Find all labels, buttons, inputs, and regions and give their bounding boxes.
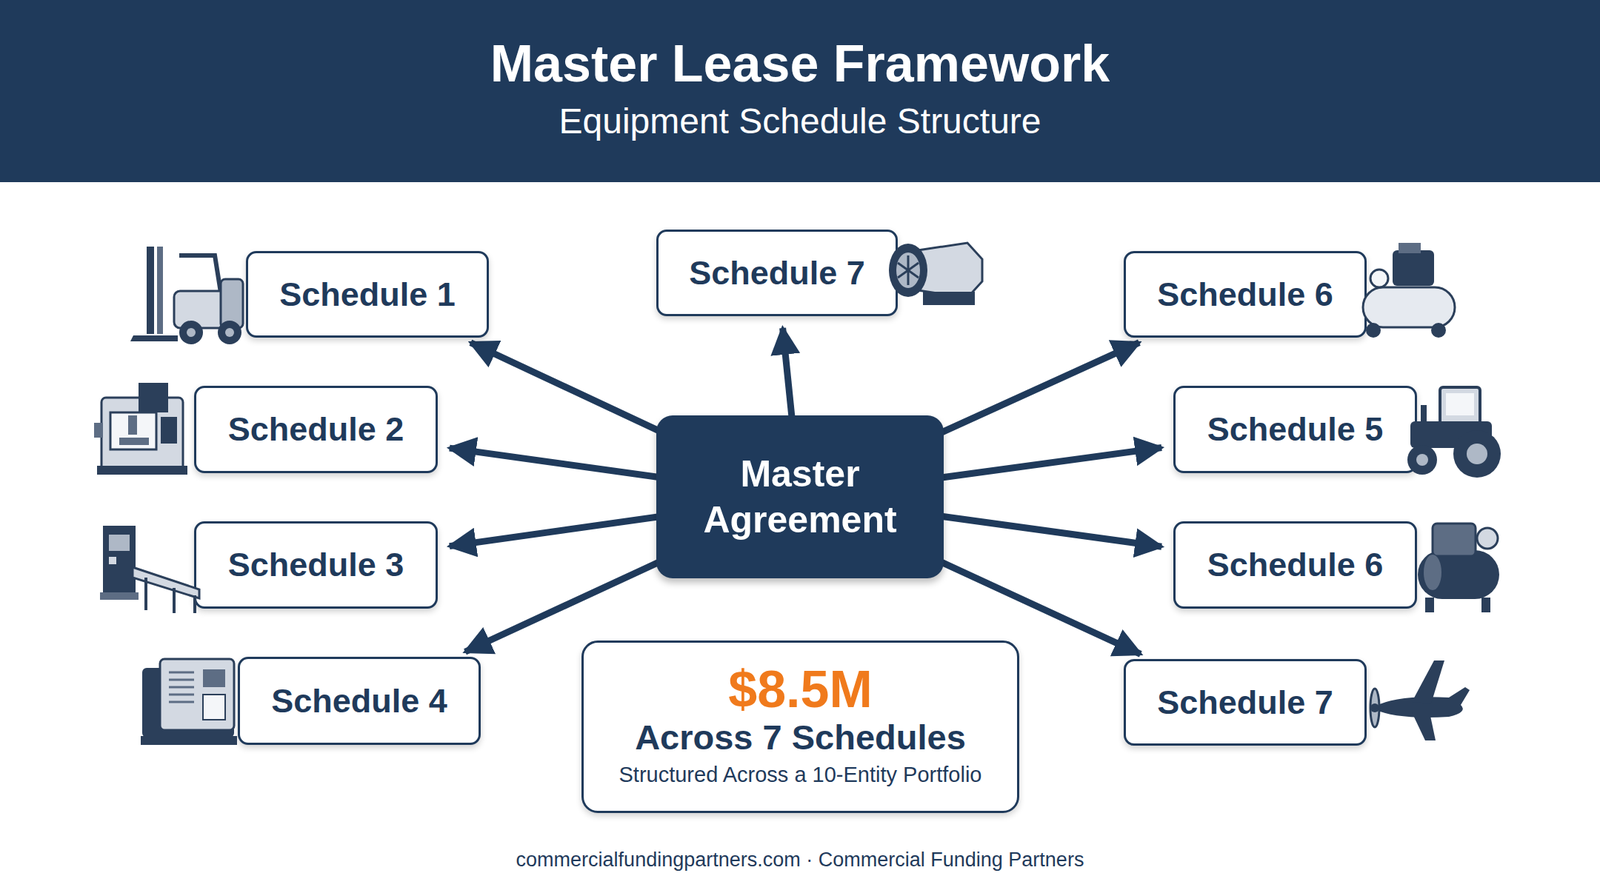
total-amount: $8.5M [722,662,879,718]
node-label: Schedule 6 [1201,545,1390,585]
connector-arrow [449,448,672,480]
schedule-box: Schedule 2 [194,385,438,474]
schedule-box: Schedule 6 [1123,251,1367,338]
schedule-box: Schedule 5 [1173,385,1418,474]
connector-arrow [470,342,670,437]
node-label: Schedule 7 [682,254,872,293]
node-label: Master Agreement [656,451,944,544]
turbine-icon [888,242,983,306]
connector-arrow [930,557,1141,655]
airplane-icon [1370,660,1470,741]
connector-arrow [928,448,1162,480]
node-label: Schedule 2 [222,410,411,449]
generator-icon [140,659,238,746]
node-label: Schedule 4 [265,682,454,721]
compressor-icon [1362,242,1455,338]
footer-caption: commercialfundingpartners.com · Commerci… [0,848,1600,872]
cnc-machine-icon [94,382,188,475]
page-title: Master Lease Framework [0,34,1600,94]
connector-arrow [928,514,1162,547]
connector-arrow [449,515,672,547]
connector-arrow [465,557,670,652]
connector-arrow [930,342,1140,438]
subtitle: Equipment Schedule Structure [0,100,1600,142]
schedule-box: Schedule 1 [245,251,489,338]
master-agreement-box: Master Agreement [656,415,944,579]
schedule-box: Schedule 7 [656,229,898,317]
summary-note: Structured Across a 10-Entity Portfolio [613,759,989,792]
schedule-box: Schedule 6 [1173,521,1418,609]
compressor-icon [1417,523,1500,613]
schedule-box: Schedule 7 [1123,659,1367,746]
schedule-box: Schedule 3 [194,521,438,609]
node-label: Schedule 1 [273,275,462,315]
tractor-icon [1407,387,1501,478]
node-label: Schedule 5 [1201,410,1390,449]
schedule-box: Schedule 4 [237,657,481,746]
conveyor-icon [100,525,200,614]
node-label: Schedule 7 [1151,683,1340,723]
summary-heading: Across 7 Schedules [628,717,972,759]
node-label: Schedule 6 [1151,275,1340,315]
node-label: Schedule 3 [222,545,411,585]
forklift-icon [130,246,243,345]
summary-box: $8.5MAcross 7 SchedulesStructured Across… [581,640,1020,814]
